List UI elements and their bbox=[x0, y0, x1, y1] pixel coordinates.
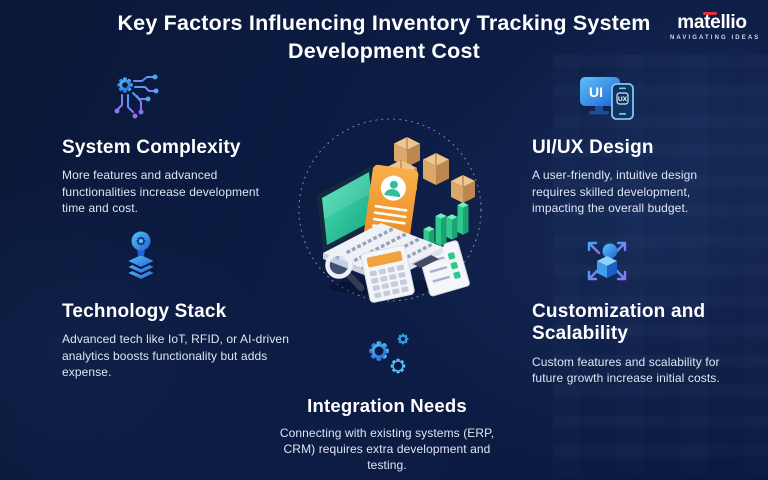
inventory-tracking-illustration bbox=[298, 118, 482, 303]
brand-accent-bar bbox=[702, 12, 717, 15]
factor-body: Custom features and scalability for futu… bbox=[532, 354, 720, 386]
svg-text:UX: UX bbox=[618, 96, 628, 103]
factor-customization-scalability: Customization and Scalability Custom fea… bbox=[532, 234, 732, 386]
calculator bbox=[360, 244, 415, 303]
laptop-screen bbox=[317, 165, 379, 253]
brand-logo: matellio NAVIGATING IDEAS bbox=[670, 12, 761, 41]
svg-text:UI: UI bbox=[589, 84, 603, 100]
factor-body: Connecting with existing systems (ERP, C… bbox=[279, 425, 495, 473]
factor-body: Advanced tech like IoT, RFID, or AI-driv… bbox=[62, 332, 289, 380]
factor-body: More features and advanced functionaliti… bbox=[62, 168, 260, 216]
factor-heading: Customization and Scalability bbox=[532, 301, 706, 345]
factor-system-complexity: System Complexity More features and adva… bbox=[62, 72, 284, 216]
factor-heading: System Complexity bbox=[62, 137, 241, 158]
bulb-stack-icon bbox=[114, 230, 300, 293]
dashed-circle-border bbox=[298, 118, 482, 302]
brand-tagline: NAVIGATING IDEAS bbox=[670, 35, 761, 41]
factor-heading: Integration Needs bbox=[307, 395, 467, 416]
factor-heading: UI/UX Design bbox=[532, 137, 654, 158]
gears-icon bbox=[272, 328, 502, 387]
warehouse-background bbox=[553, 55, 768, 475]
cube-expand-icon bbox=[580, 234, 732, 293]
factor-integration-needs: Integration Needs Connecting with existi… bbox=[272, 328, 502, 474]
factor-uiux-design: UI UX UI/UX Design A user-friendly, intu… bbox=[532, 72, 744, 216]
magnifier bbox=[325, 251, 365, 292]
page-title: Key Factors Influencing Inventory Tracki… bbox=[117, 11, 651, 63]
circuit-gear-icon bbox=[110, 72, 284, 129]
factor-body: A user-friendly, intuitive design requir… bbox=[532, 168, 698, 216]
factor-heading: Technology Stack bbox=[62, 301, 227, 322]
brand-name: matellio bbox=[677, 12, 747, 33]
factor-technology-stack: Technology Stack Advanced tech like IoT,… bbox=[62, 230, 300, 380]
ui-ux-devices-icon: UI UX bbox=[576, 72, 744, 129]
